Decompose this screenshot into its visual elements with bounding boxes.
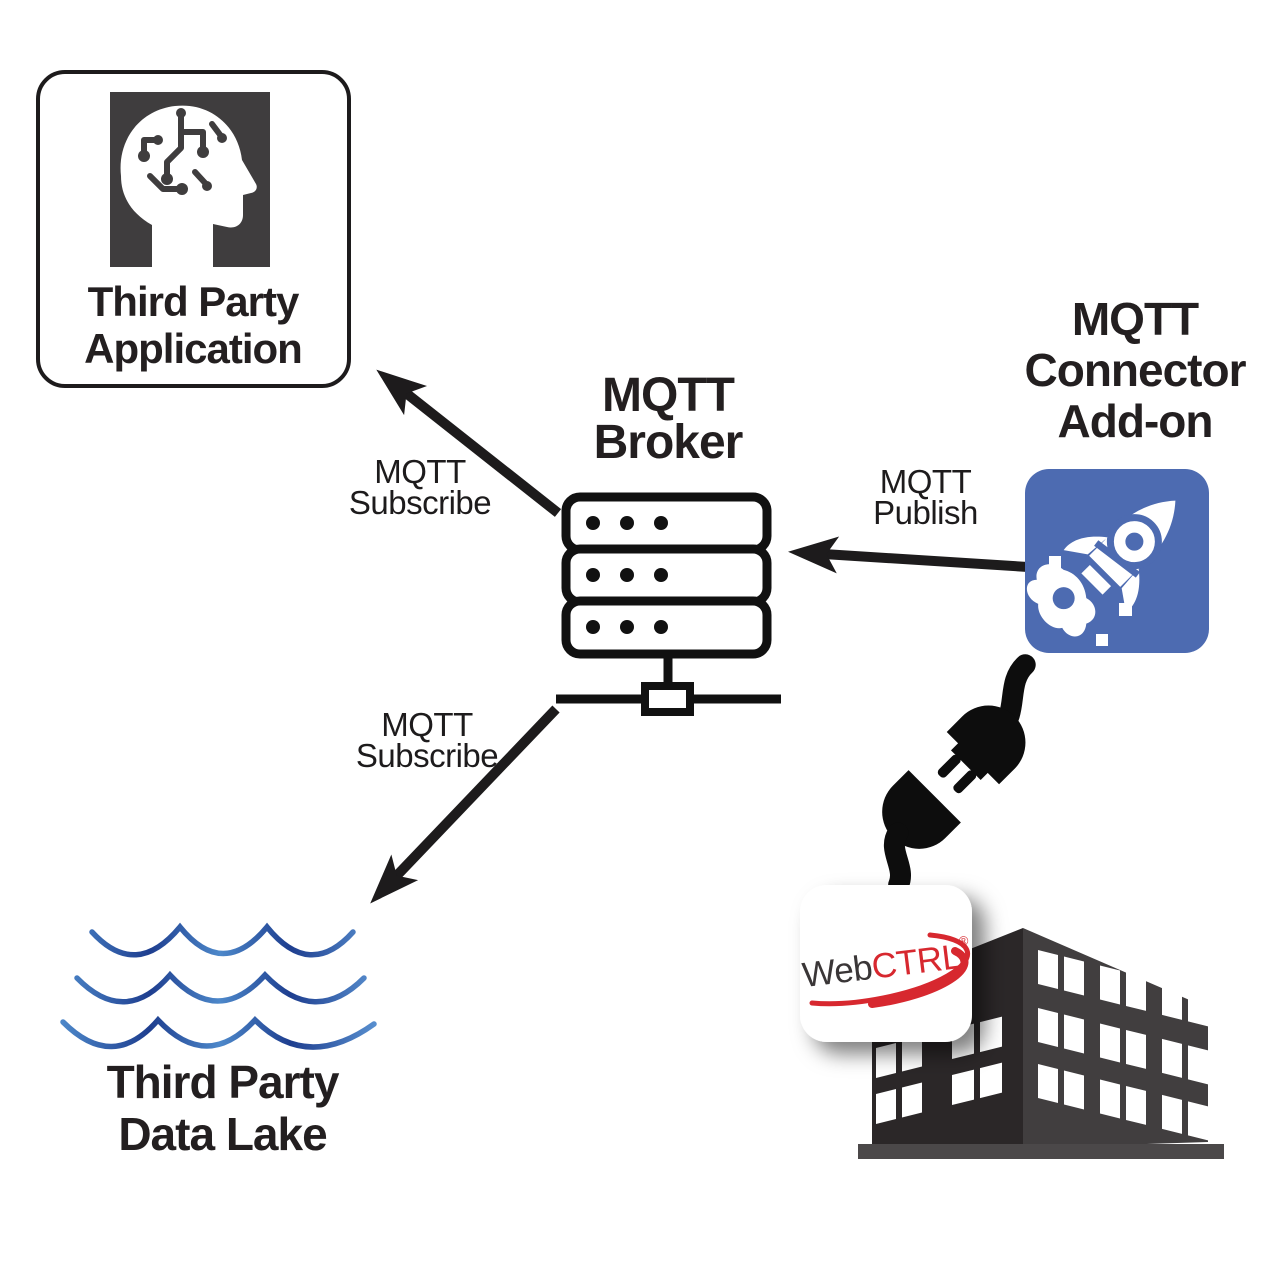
- label-line: Subscribe: [355, 737, 499, 774]
- arrow-broker-to-data-lake: [370, 705, 560, 904]
- third-party-application-card: [36, 70, 351, 388]
- label-line: Third Party: [106, 1056, 340, 1108]
- mqtt-subscribe-label-top: MQTT Subscribe: [340, 453, 500, 521]
- label-line: MQTT: [1071, 293, 1199, 345]
- diagram-arrows: [370, 369, 1029, 904]
- label-line: Publish: [873, 494, 978, 531]
- label-line: Connector: [1024, 344, 1247, 396]
- webctrl-logo-web: Web: [800, 947, 875, 996]
- label-line: Data Lake: [118, 1108, 327, 1160]
- ai-head-icon: [110, 92, 270, 267]
- third-party-application-label: Third Party Application: [38, 278, 348, 372]
- label-line: MQTT: [602, 369, 735, 422]
- label-line: Third Party: [87, 278, 300, 325]
- mqtt-subscribe-label-bottom: MQTT Subscribe: [347, 706, 507, 774]
- label-line: Subscribe: [348, 484, 492, 521]
- arrow-broker-to-application: [376, 369, 562, 517]
- label-line: MQTT: [374, 453, 466, 490]
- rocket-icon: [1025, 469, 1209, 653]
- label-line: Broker: [593, 416, 744, 469]
- label-line: Application: [84, 325, 303, 372]
- webctrl-card: [800, 885, 972, 1042]
- mqtt-publish-label: MQTT Publish: [843, 463, 1008, 531]
- webctrl-registered-mark: ®: [957, 932, 969, 949]
- mqtt-broker-label: MQTT Broker: [518, 369, 818, 469]
- label-line: MQTT: [381, 706, 473, 743]
- mqtt-connector-addon-label: MQTT Connector Add-on: [980, 294, 1280, 447]
- arrow-connector-to-broker: [788, 536, 1029, 574]
- server-stack-icon: [556, 492, 781, 716]
- third-party-data-lake-label: Third Party Data Lake: [60, 1056, 385, 1160]
- data-lake-waves-icon: [60, 922, 377, 1050]
- plug-disconnect-icon: [882, 654, 1036, 896]
- label-line: MQTT: [879, 463, 972, 500]
- label-line: Add-on: [1057, 395, 1214, 447]
- webctrl-swoosh: [809, 932, 970, 1008]
